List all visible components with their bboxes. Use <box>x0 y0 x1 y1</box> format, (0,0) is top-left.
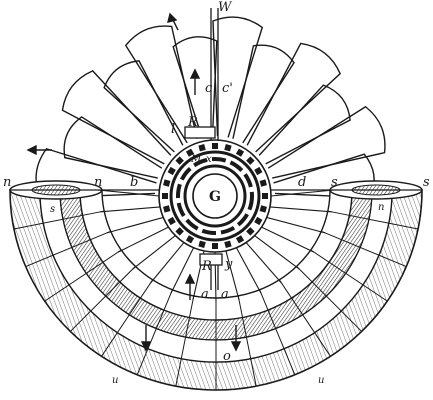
commutator <box>158 139 272 253</box>
wire-loop <box>103 60 184 153</box>
label-l: l <box>171 122 175 137</box>
spoke <box>117 226 169 253</box>
segment-divider <box>136 289 173 375</box>
wire-loop <box>246 42 342 153</box>
commutator-tooth <box>162 193 168 199</box>
label-m: M <box>190 154 202 165</box>
commutator-tooth <box>212 243 218 249</box>
lower-brush <box>199 253 223 266</box>
segment-divider <box>296 266 363 332</box>
commutator-tooth <box>224 240 232 248</box>
segment-divider <box>175 295 195 387</box>
label-b: b <box>130 175 138 190</box>
segment-divider <box>321 230 407 267</box>
label-x: x <box>206 154 212 165</box>
commutator-tooth <box>185 235 195 244</box>
commutator-tooth <box>198 144 206 152</box>
label-a2: a <box>221 287 229 302</box>
segment-divider <box>44 249 122 302</box>
spoke <box>225 250 240 300</box>
label-a: a <box>201 287 209 302</box>
segment-divider <box>69 266 136 332</box>
label-r-upper: R <box>187 115 198 130</box>
label-g: G <box>209 189 221 205</box>
label-y: y <box>224 257 233 272</box>
commutator-tooth <box>259 179 267 187</box>
commutator-tooth <box>167 216 176 226</box>
commutator-tooth <box>175 227 184 236</box>
segment-divider <box>101 279 154 357</box>
wire-loop <box>172 36 218 138</box>
spoke <box>97 189 160 197</box>
spoke <box>245 242 282 284</box>
spoke <box>254 235 300 270</box>
label-s-outer: s <box>423 175 430 190</box>
commutator-tooth <box>254 166 263 176</box>
commutator-tooth <box>167 166 176 176</box>
label-n-inner: n <box>94 175 102 190</box>
commutator-tooth <box>246 227 255 236</box>
commutator-tooth <box>198 240 206 248</box>
lead-wires <box>210 8 219 290</box>
label-o: o <box>223 349 231 364</box>
commutator-tooth <box>163 205 171 213</box>
segment-divider <box>310 249 388 302</box>
spoke <box>132 235 176 270</box>
labels: W c c' l R M x n n b G d s s s n R y a a… <box>3 0 430 386</box>
current-arrows <box>26 12 242 352</box>
ring-segment-dividers <box>13 210 419 390</box>
label-d: d <box>298 175 306 190</box>
commutator-tooth <box>185 148 195 157</box>
label-n-ring-right: n <box>378 202 384 213</box>
label-u-right: u <box>318 375 324 386</box>
label-s-inner: s <box>331 175 338 190</box>
spoke <box>266 216 326 234</box>
commutator-tooth <box>235 148 245 157</box>
wire-loop <box>124 25 198 144</box>
label-top: W <box>218 0 233 15</box>
label-c-prime: c' <box>222 81 233 96</box>
segment-divider <box>13 210 105 230</box>
commutator-tooth <box>254 216 263 226</box>
upper-brush <box>184 126 216 139</box>
wire-loops <box>35 16 386 199</box>
commutator-teeth <box>162 143 268 249</box>
radial-spokes <box>97 189 335 303</box>
wire-loop <box>63 116 163 179</box>
segment-divider <box>259 289 296 375</box>
label-r-lower: R <box>201 259 212 274</box>
wire-loop <box>267 105 386 179</box>
commutator-tooth <box>224 144 232 152</box>
segment-divider <box>237 295 257 387</box>
spoke <box>269 206 332 213</box>
segment-divider <box>25 230 111 267</box>
spoke <box>106 216 164 234</box>
spoke <box>270 189 335 197</box>
commutator-tooth <box>163 179 171 187</box>
commutator-hub <box>192 173 238 219</box>
wire-loop <box>212 16 264 138</box>
spoke <box>100 206 161 213</box>
wire-loop <box>61 69 172 165</box>
commutator-tooth <box>235 235 245 244</box>
segment-divider <box>327 210 419 230</box>
commutator-tooth <box>212 143 218 149</box>
commutator-tooth <box>262 193 268 199</box>
label-n-outer: n <box>3 175 11 190</box>
spoke <box>261 226 315 253</box>
wire-loop <box>258 84 351 165</box>
spoke <box>150 242 185 284</box>
spoke <box>170 247 195 294</box>
commutator-tooth <box>259 205 267 213</box>
commutator-tooth <box>175 156 184 165</box>
spoke <box>235 247 262 294</box>
brushes <box>184 126 223 266</box>
label-c: c <box>205 81 213 96</box>
wire-loop <box>232 44 295 144</box>
commutator-tooth <box>246 156 255 165</box>
segment-divider <box>278 279 331 357</box>
label-s-ring-left: s <box>50 204 55 215</box>
label-u-left: u <box>112 375 118 386</box>
